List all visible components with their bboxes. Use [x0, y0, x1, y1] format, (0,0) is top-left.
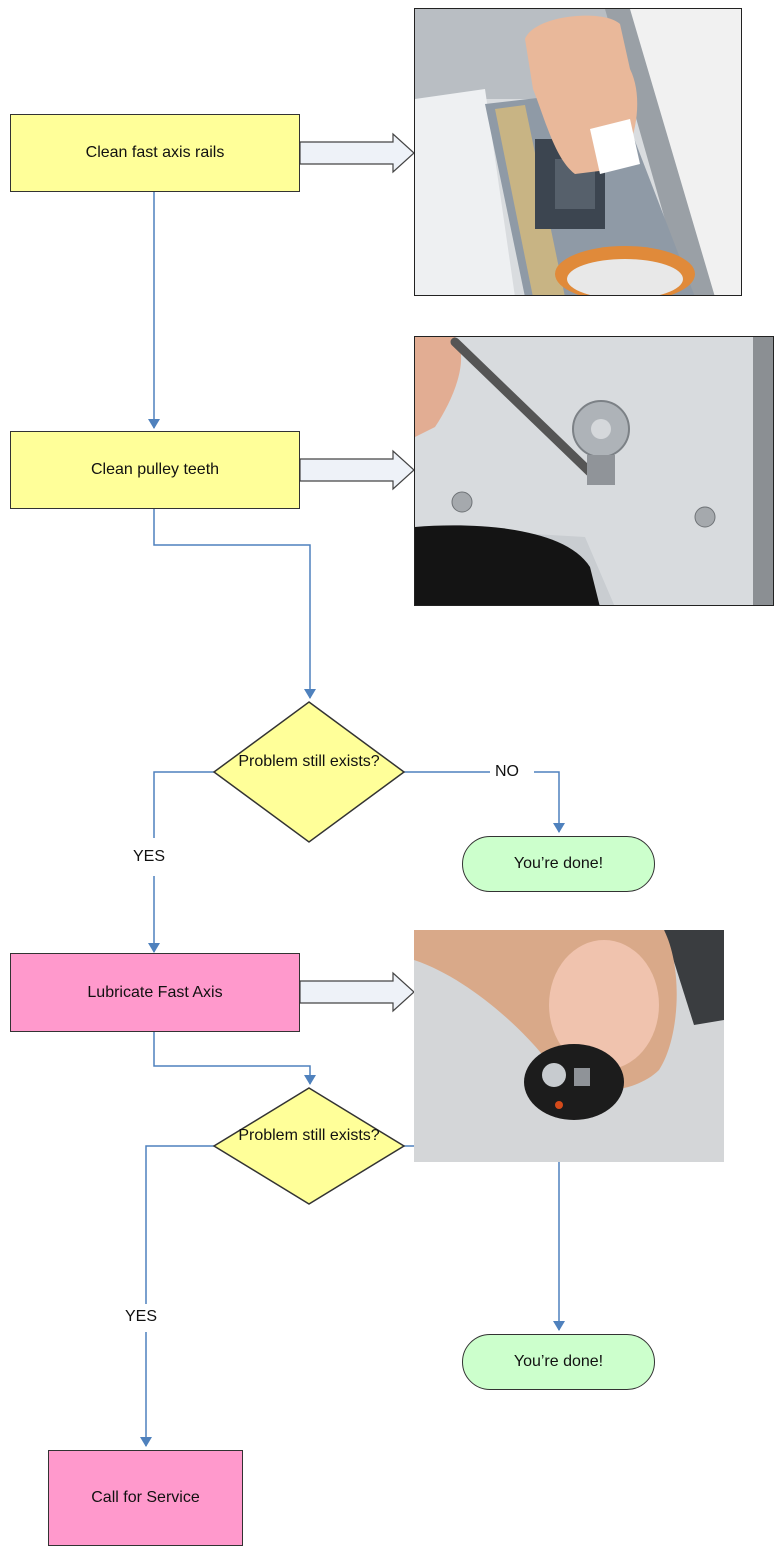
decision2-diamond: [212, 1087, 406, 1205]
decision1-no-label: NO: [494, 763, 520, 781]
step-lubricate-label: Lubricate Fast Axis: [87, 983, 223, 1001]
connector-lubricate-to-decision2: [153, 1032, 316, 1085]
decision2-yes-label: YES: [124, 1308, 159, 1326]
step-clean-rails-label: Clean fast axis rails: [85, 144, 225, 161]
connector-decision2-yes: [146, 1145, 214, 1446]
decision1-diamond: [212, 701, 406, 843]
step-call-service: Call for Service: [48, 1450, 243, 1546]
decision1-yes-label: YES: [132, 848, 167, 866]
done-terminal-2: You’re done!: [462, 1334, 655, 1390]
decision2-text: Problem still exists?: [238, 1127, 380, 1144]
block-arrow-lubricate: [299, 971, 415, 1013]
connector-decision2-no: [404, 1145, 559, 1330]
step-clean-pulley: Clean pulley teeth: [10, 431, 300, 509]
step-clean-pulley-label: Clean pulley teeth: [90, 461, 220, 478]
block-arrow-pulley: [299, 449, 415, 491]
done-terminal-1: You’re done!: [462, 836, 655, 892]
step-clean-rails: Clean fast axis rails: [10, 114, 300, 192]
decision1-text: Problem still exists?: [238, 753, 380, 770]
step-lubricate: Lubricate Fast Axis: [10, 953, 300, 1032]
step-call-service-label: Call for Service: [91, 1489, 200, 1506]
done-terminal-2-label: You’re done!: [513, 1353, 604, 1370]
rails-photo: [414, 8, 742, 296]
connector-pulley-to-decision1: [153, 508, 316, 699]
lubricate-photo: [414, 930, 724, 1162]
connector-decision1-no: [404, 771, 559, 832]
done-terminal-1-label: You’re done!: [513, 855, 604, 872]
block-arrow-rails: [299, 132, 415, 174]
connector-decision1-yes: [154, 771, 214, 952]
pulley-photo: [414, 336, 774, 606]
